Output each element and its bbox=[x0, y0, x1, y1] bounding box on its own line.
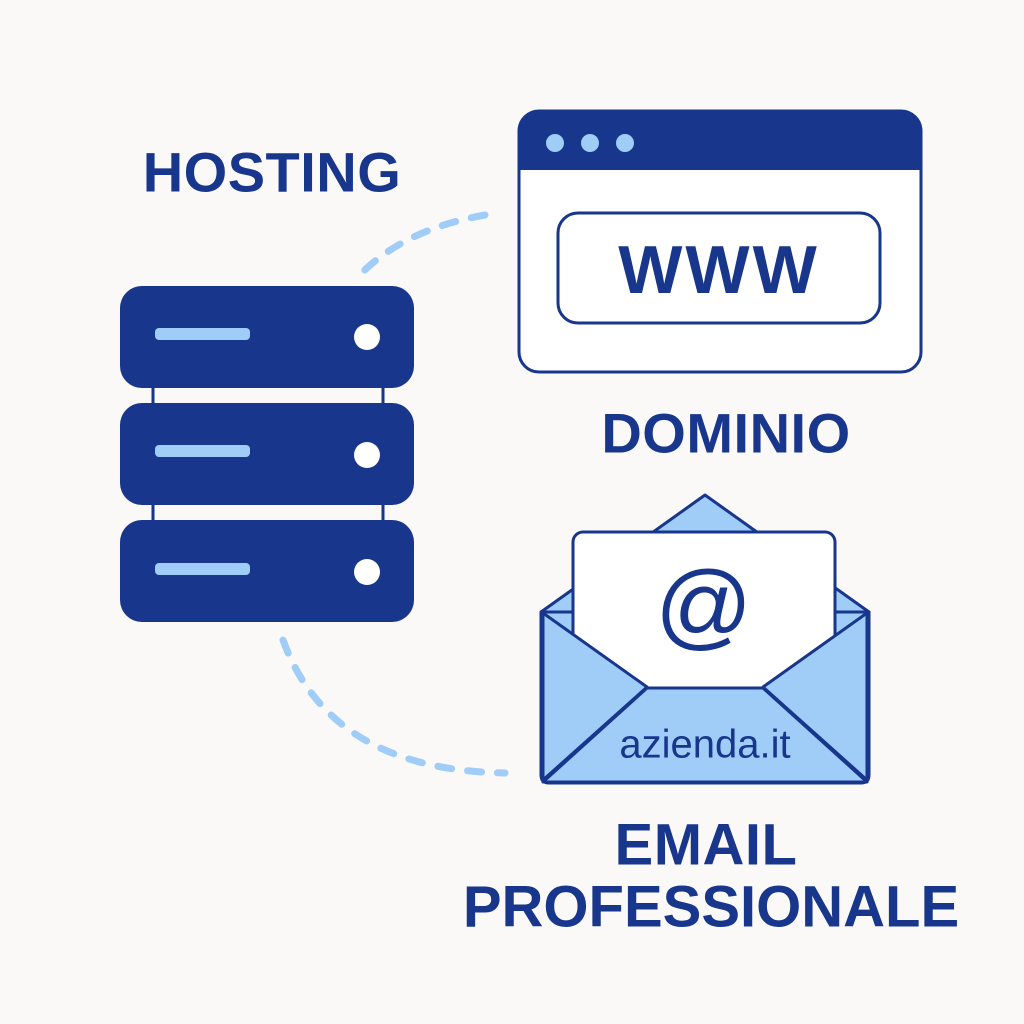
dashed-connector-hosting-email bbox=[279, 636, 509, 777]
hosting-label: HOSTING bbox=[142, 140, 402, 204]
window-dot bbox=[581, 134, 599, 152]
server-unit-1 bbox=[120, 286, 414, 388]
window-dot bbox=[616, 134, 634, 152]
at-symbol-icon: @ bbox=[655, 552, 753, 659]
www-text: WWW bbox=[618, 232, 820, 308]
browser-window-icon bbox=[517, 109, 923, 374]
envelope-icon bbox=[539, 493, 871, 785]
server-stack-icon bbox=[120, 286, 414, 622]
server-unit-3 bbox=[120, 520, 414, 622]
address-bar bbox=[556, 211, 882, 325]
dashed-connector-hosting-domain bbox=[351, 211, 489, 284]
server-unit-2 bbox=[120, 403, 414, 505]
email-domain-text: azienda.it bbox=[619, 722, 791, 767]
email-label-line2: PROFESSIONALE bbox=[462, 874, 960, 940]
email-label-line1: EMAIL bbox=[614, 812, 798, 878]
domain-label: DOMINIO bbox=[601, 401, 851, 465]
window-dot bbox=[546, 134, 564, 152]
